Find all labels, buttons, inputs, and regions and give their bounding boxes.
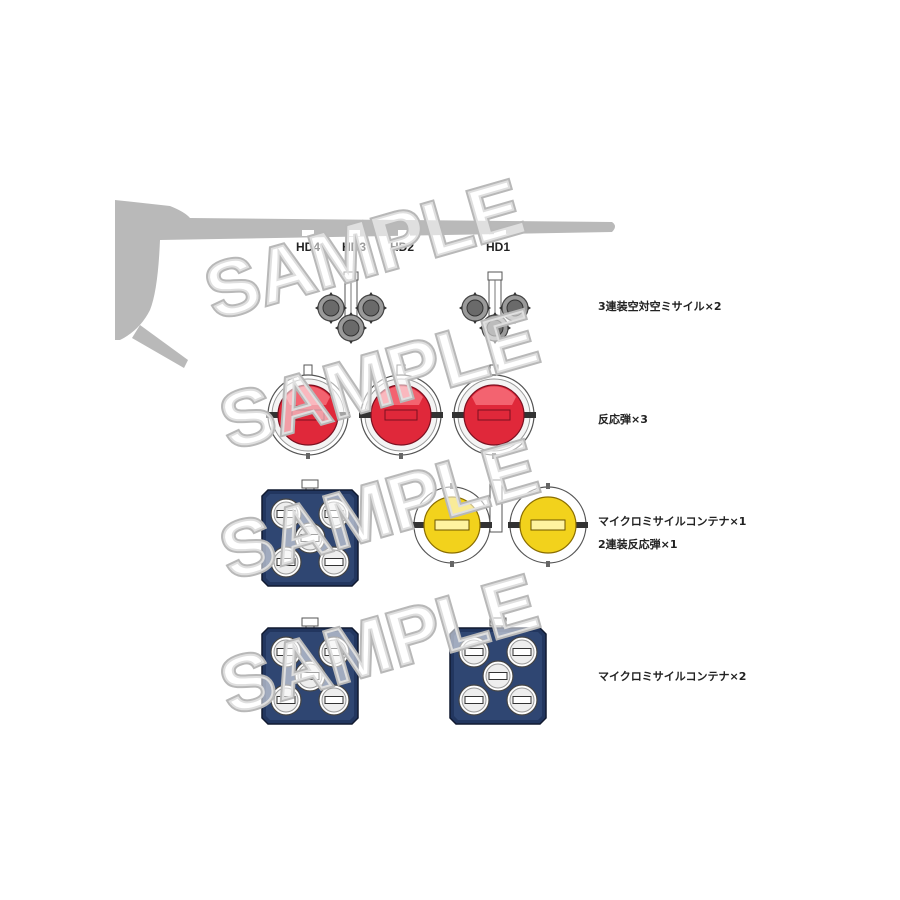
label-micro-container-1: マイクロミサイルコンテナ×1 — [598, 515, 747, 528]
hardpoint-label-hd2: HD2 — [390, 240, 414, 254]
label-micro-container-2: マイクロミサイルコンテナ×2 — [598, 670, 747, 683]
hardpoint-label-hd1: HD1 — [486, 240, 510, 254]
arm-silhouette — [115, 200, 615, 368]
hardpoint-label-hd3: HD3 — [342, 240, 366, 254]
label-twin-reaction-bomb: 2連装反応弾×1 — [598, 538, 678, 551]
label-triple-missile: 3連装空対空ミサイル×2 — [598, 300, 722, 313]
label-reaction-bomb: 反応弾×3 — [598, 413, 648, 426]
hardpoint-label-hd4: HD4 — [296, 240, 320, 254]
twin-reaction-bomb — [411, 479, 589, 568]
